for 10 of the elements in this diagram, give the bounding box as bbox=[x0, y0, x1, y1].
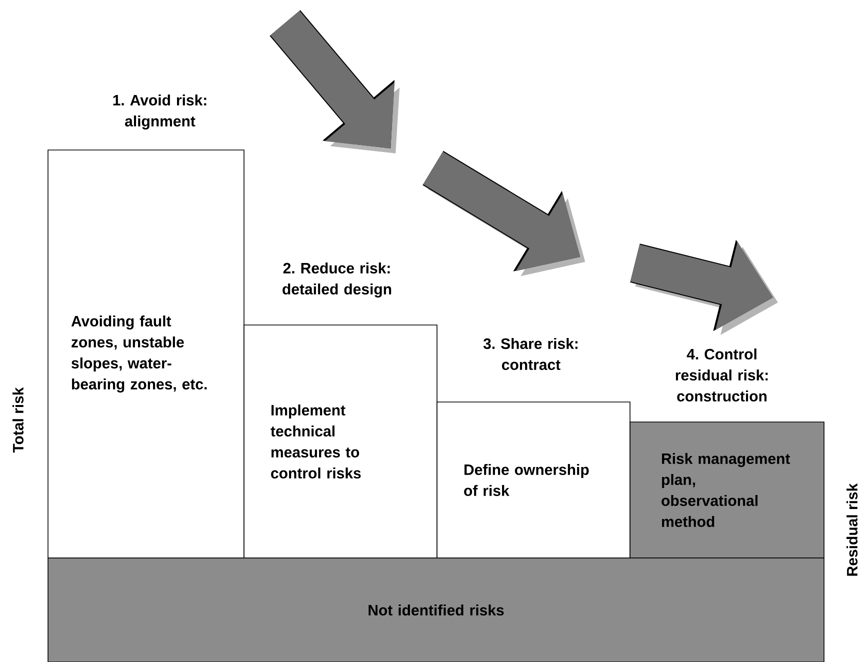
step-heading: 4. Control residual risk: construction bbox=[676, 348, 768, 402]
step-heading: 1. Avoid risk: alignment bbox=[113, 94, 206, 130]
axis-label: Total risk bbox=[12, 387, 24, 453]
risk-box: Define ownership of risk bbox=[436, 402, 630, 558]
axis-label: Residual risk bbox=[846, 483, 858, 576]
risk-box: Implement technical measures to control risks bbox=[244, 324, 438, 558]
risk-box: Avoiding fault zones, unstable slopes, water-bearing zones, etc. bbox=[48, 150, 244, 558]
step-heading: 3. Share risk: contract bbox=[483, 338, 578, 370]
step-heading: 2. Reduce risk: detailed design bbox=[282, 262, 392, 298]
risk-box: Risk management plan, observational method bbox=[630, 422, 824, 558]
